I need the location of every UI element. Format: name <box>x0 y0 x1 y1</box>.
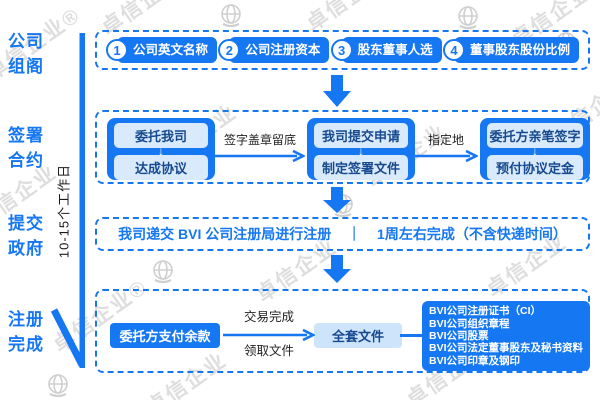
stage-label-line: 政府 <box>8 238 44 258</box>
arrow-label-collect-files: 领取文件 <box>243 344 294 358</box>
stage-label-line: 注册 <box>8 310 44 329</box>
process-step: 制定签署文件 <box>314 155 408 180</box>
step-number-badge: 1 <box>106 39 128 61</box>
flow-right-arrow-icon <box>223 329 315 341</box>
step-number-badge: 2 <box>218 39 241 61</box>
document-item: BVI公司印章及钢印 <box>429 354 521 367</box>
globe-watermark-icon <box>153 260 173 284</box>
document-item: BVI公司股票 <box>429 329 489 342</box>
globe-watermark-icon <box>48 374 68 398</box>
document-item: BVI公司注册证书（CI） <box>429 305 542 318</box>
duration-label: 10-15个工作日 <box>56 163 72 259</box>
globe-watermark-icon <box>458 6 478 30</box>
mini-down-arrow-icon: ↓ <box>158 144 164 158</box>
stage-label-registration-done: 注册 完成 <box>8 308 44 357</box>
mini-down-arrow-icon: ↓ <box>358 144 364 158</box>
document-item: BVI公司法定董事股东及秘书资料 <box>429 342 584 355</box>
process-step: 委托我司 <box>114 123 208 148</box>
stage-label-line: 合约 <box>8 150 44 170</box>
stage-label-line: 公司 <box>8 32 44 51</box>
requirement-label: 公司英文名称 <box>117 37 218 63</box>
arrow-label-signature: 签字盖章留底 <box>223 133 296 147</box>
globe-watermark-icon <box>221 4 241 28</box>
requirement-pill-1: 1 公司英文名称 <box>106 37 218 63</box>
step-number-badge: 3 <box>330 39 353 61</box>
entrust-box: 委托我司 ↓ 达成协议 <box>107 118 215 180</box>
process-step: 我司提交申请 <box>314 123 408 148</box>
requirement-pill-2: 2 公司注册资本 <box>218 37 330 63</box>
stage-label-sign-contract: 签署 合约 <box>8 124 44 173</box>
submission-text: 我司递交 BVI 公司注册局进行注册 ｜ 1周左右完成（不含快递时间） <box>118 224 567 244</box>
completion-row: 委托方支付余款 交易完成 领取文件 全套文件 BVI公司注册证书（CI） BVI… <box>95 289 590 373</box>
submission-note: 1周左右完成（不含快递时间） <box>377 226 567 242</box>
full-package-box: 全套文件 <box>314 323 402 348</box>
requirements-row: 1 公司英文名称 2 公司注册资本 3 股东董事人选 4 董事股东股份比例 <box>95 30 590 70</box>
flow-down-arrow-icon <box>323 187 351 213</box>
requirement-label: 公司注册资本 <box>229 37 330 63</box>
stage-label-submit-government: 提交 政府 <box>8 212 44 261</box>
requirement-pill-3: 3 股东董事人选 <box>330 37 442 63</box>
flow-right-arrow-icon <box>215 150 305 162</box>
stage-label-line: 完成 <box>8 334 44 354</box>
stage-label-line: 提交 <box>8 214 44 233</box>
arrow-label-deal-done: 交易完成 <box>243 310 294 324</box>
stage-label-line: 组阁 <box>8 56 44 76</box>
submission-row: 我司递交 BVI 公司注册局进行注册 ｜ 1周左右完成（不含快递时间） <box>95 217 590 251</box>
process-step: 预付协议定金 <box>487 155 583 180</box>
signature-box: 委托方亲笔签字 ↓ 预付协议定金 <box>480 118 590 180</box>
step-number-badge: 4 <box>442 39 465 61</box>
contract-row: 委托我司 ↓ 达成协议 签字盖章留底 我司提交申请 ↓ 制定签署文件 指定地 委… <box>95 110 590 184</box>
flow-down-arrow-icon <box>323 75 351 107</box>
stage-label-line: 签署 <box>8 126 44 145</box>
arrow-label-designated-place: 指定地 <box>427 133 464 147</box>
stage-label-company-setup: 公司 组阁 <box>8 30 44 79</box>
requirement-label: 董事股东股份比例 <box>453 37 579 63</box>
process-step: 委托方亲笔签字 <box>487 123 583 148</box>
flow-right-arrow-icon <box>414 150 478 162</box>
connector-line <box>400 334 424 337</box>
requirement-label: 股东董事人选 <box>341 37 442 63</box>
payment-box: 委托方支付余款 <box>110 323 220 348</box>
submission-main: 我司递交 BVI 公司注册局进行注册 <box>118 226 332 242</box>
requirement-pill-4: 4 董事股东股份比例 <box>442 37 579 63</box>
timeline-bar <box>50 33 86 368</box>
separator: ｜ <box>347 226 362 242</box>
flow-down-arrow-icon <box>323 255 351 283</box>
process-step: 达成协议 <box>114 155 208 180</box>
documents-list-box: BVI公司注册证书（CI） BVI公司组织章程 BVI公司股票 BVI公司法定董… <box>422 301 590 371</box>
mini-down-arrow-icon: ↓ <box>532 144 538 158</box>
document-item: BVI公司组织章程 <box>429 317 510 330</box>
application-box: 我司提交申请 ↓ 制定签署文件 <box>307 118 415 180</box>
